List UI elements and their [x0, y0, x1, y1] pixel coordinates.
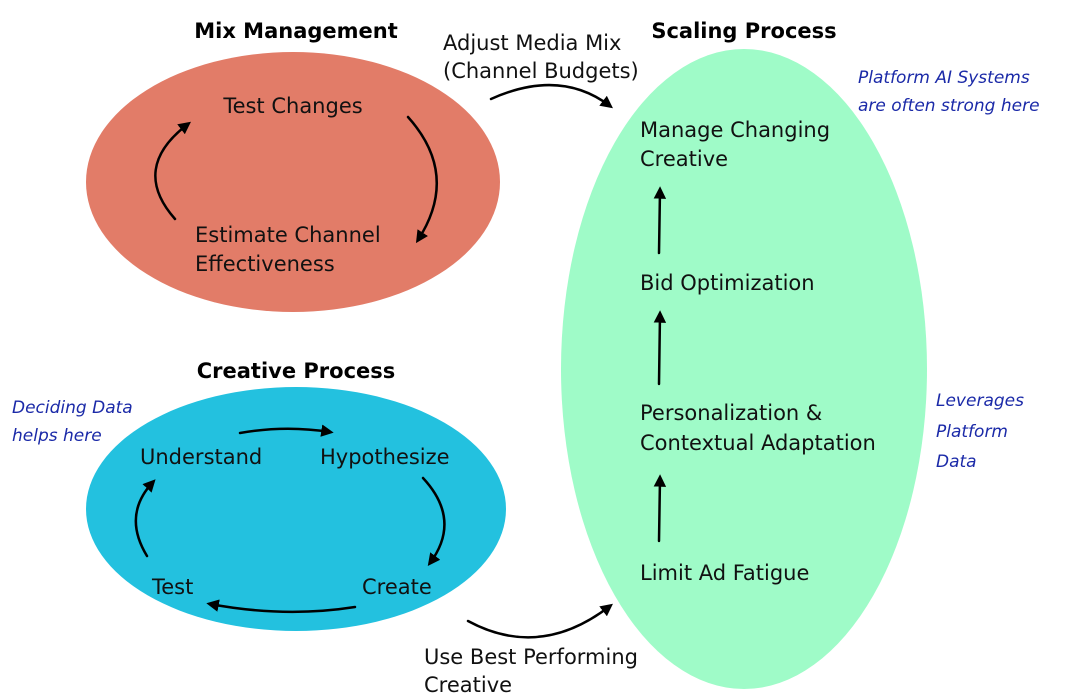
personalization-label: Personalization & — [640, 401, 822, 425]
use-best-performing-label: Use Best Performing — [424, 645, 638, 669]
mix-cycle-arrow-right — [406, 115, 438, 244]
adjust-media-mix-label: Adjust Media Mix — [443, 31, 621, 55]
platform-ai-note-line2: are often strong here — [858, 96, 1040, 116]
create-to-test-arrow — [206, 599, 357, 614]
understand-label: Understand — [140, 445, 262, 469]
bid-to-manage-arrow — [653, 186, 667, 255]
mix-cycle-arrow-left — [154, 121, 191, 221]
test-changes-label: Test Changes — [222, 94, 362, 118]
test-label: Test — [151, 575, 193, 599]
limit-ad-fatigue-label: Limit Ad Fatigue — [640, 561, 809, 585]
limit-to-personalization-arrow — [653, 474, 667, 543]
deciding-data-note-line1: Deciding Data — [12, 398, 133, 418]
creative-to-scaling-arrow — [466, 603, 613, 639]
mix-management-title: Mix Management — [194, 19, 398, 43]
bid-optimization-label: Bid Optimization — [640, 271, 815, 295]
scaling-process-ellipse — [561, 49, 927, 689]
mix-to-scaling-arrow — [489, 83, 613, 109]
channel-budgets-label: (Channel Budgets) — [443, 59, 639, 83]
creative-process-title: Creative Process — [197, 359, 396, 383]
mix-management-ellipse — [86, 52, 500, 312]
platform-ai-note-line1: Platform AI Systems — [858, 68, 1030, 88]
leverages-note-line2: Platform — [936, 422, 1008, 442]
test-to-understand-arrow — [134, 479, 156, 558]
leverages-note-line1: Leverages — [936, 391, 1024, 411]
understand-to-hypothesize-arrow — [238, 424, 334, 437]
creative-label: Creative — [640, 147, 728, 171]
use-best-creative-label: Creative — [424, 673, 512, 694]
contextual-adaptation-label: Contextual Adaptation — [640, 431, 876, 455]
hypothesize-to-create-arrow — [421, 476, 446, 567]
effectiveness-label: Effectiveness — [195, 252, 335, 276]
manage-changing-label: Manage Changing — [640, 118, 830, 142]
creative-process-ellipse — [86, 387, 506, 631]
create-label: Create — [362, 575, 432, 599]
scaling-process-title: Scaling Process — [651, 19, 836, 43]
estimate-channel-label: Estimate Channel — [195, 223, 381, 247]
deciding-data-note-line2: helps here — [12, 426, 102, 446]
hypothesize-label: Hypothesize — [320, 445, 450, 469]
leverages-note-line3: Data — [936, 452, 977, 472]
personalization-to-bid-arrow — [653, 310, 667, 386]
